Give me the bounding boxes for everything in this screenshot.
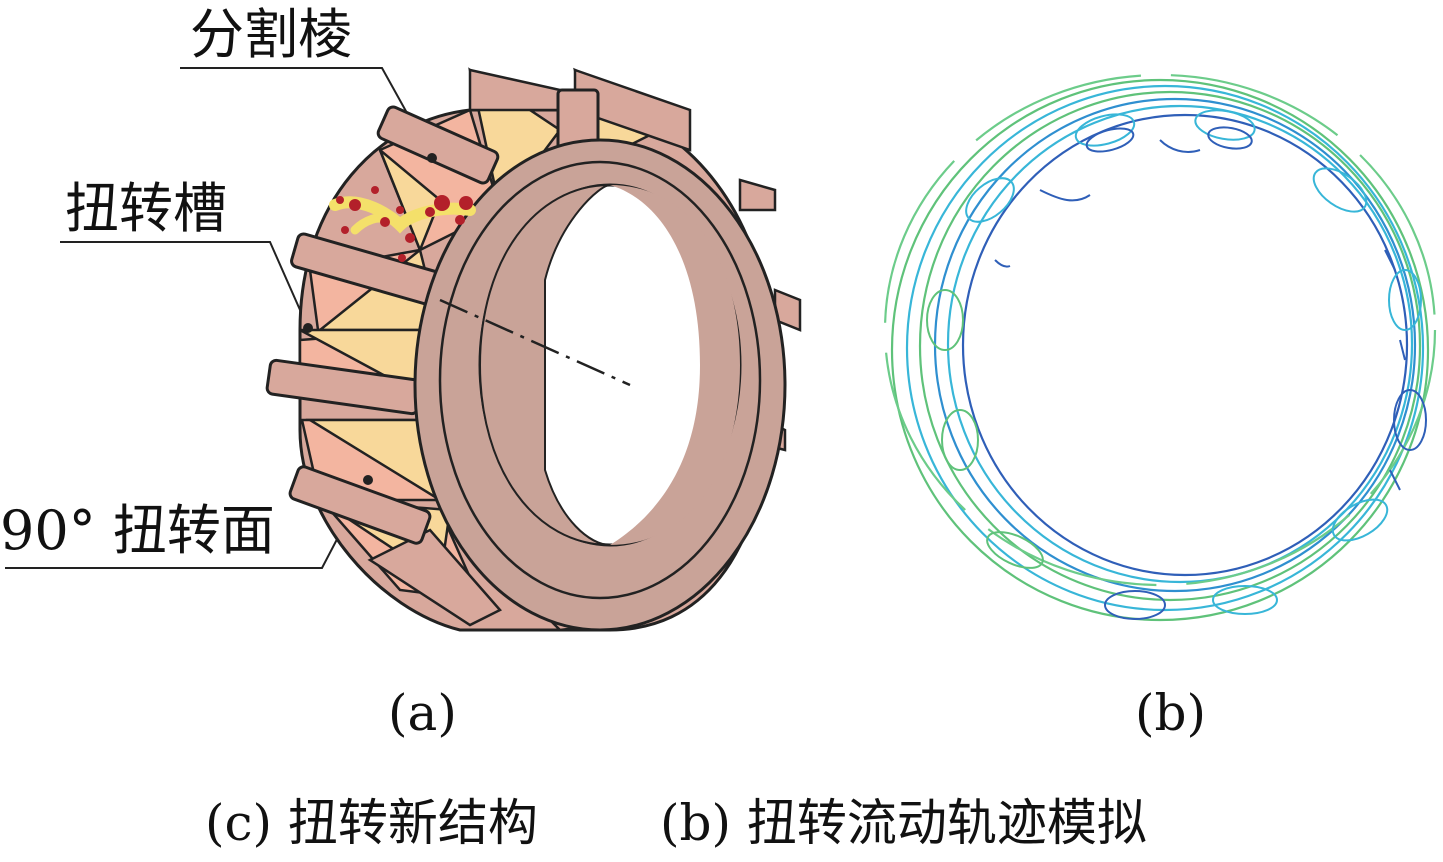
trajectory-ring-2 (905, 84, 1425, 612)
dividing-ridges (265, 88, 600, 545)
panel-label-b: (b) (1135, 684, 1207, 742)
ridge-bar-4 (288, 465, 432, 545)
axis-line (439, 298, 631, 387)
panel-label-a: (a) (388, 684, 457, 742)
twist-face-3 (378, 149, 442, 254)
particles (336, 186, 473, 262)
trajectory-ring-7 (883, 73, 1437, 587)
label-twist-groove: 扭转槽 (65, 177, 227, 240)
leader-groove (60, 241, 309, 329)
ring-inner-surface-2 (610, 185, 740, 545)
trajectory-ring-1 (890, 78, 1430, 622)
caption-right: (b) 扭转流动轨迹模拟 (660, 794, 1147, 852)
trajectory-ring-6 (961, 113, 1409, 577)
ring-inner-surface (478, 184, 611, 546)
trajectory-ring-5 (946, 104, 1414, 584)
leader-dot-groove (303, 323, 313, 333)
leader-dot-ridge (427, 153, 437, 163)
caption-left: (c) 扭转新结构 (205, 794, 538, 852)
tab-right-1 (738, 178, 777, 212)
leader-dot-face (363, 475, 373, 485)
trajectory-ring-3 (918, 90, 1422, 602)
vortex-loops (926, 109, 1427, 620)
label-dividing-ridge: 分割棱 (190, 3, 352, 66)
label-twist-face: 90° 扭转面 (0, 499, 275, 562)
